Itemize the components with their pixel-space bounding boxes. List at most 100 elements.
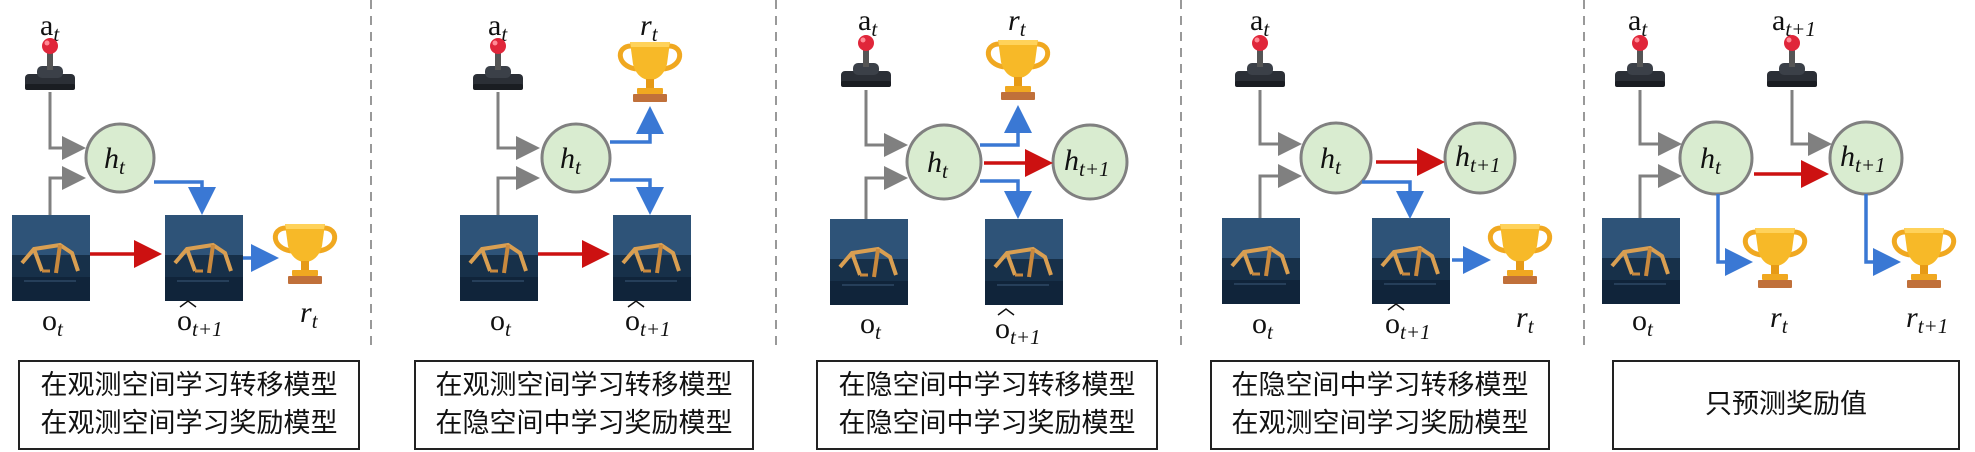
gray-arrow — [1638, 90, 1682, 156]
obs-label: ot — [42, 304, 64, 341]
obs-label: ot — [1252, 307, 1274, 344]
blue-arrow — [1362, 180, 1424, 219]
pred-obs-label: ot+1 — [177, 304, 223, 341]
caption-line: 在观测空间学习转移模型 — [40, 370, 338, 401]
caption-line: 在隐空间中学习转移模型 — [838, 370, 1136, 401]
joystick-icon — [25, 38, 75, 90]
reward-next-label: rt+1 — [1906, 301, 1948, 338]
hidden-state-next-label: ht+1 — [1840, 140, 1886, 177]
pred-obs-label: ot+1 — [625, 304, 671, 341]
gray-arrow — [496, 92, 540, 160]
hidden-state-next-node — [1051, 123, 1129, 201]
trophy-icon — [1894, 228, 1953, 288]
gray-arrow — [48, 166, 86, 215]
observation-image — [10, 213, 92, 303]
action-label: at — [1628, 4, 1648, 41]
predicted-observation-image — [983, 217, 1065, 307]
obs-label: ot — [860, 307, 882, 344]
obs-label: ot — [1632, 304, 1654, 341]
blue-arrow — [980, 105, 1032, 147]
reward-label: rt — [300, 296, 319, 333]
hat-mark — [997, 308, 1015, 316]
reward-label: rt — [1516, 301, 1535, 338]
blue-arrow — [154, 180, 216, 215]
joystick-icon — [1235, 35, 1285, 87]
caption-line: 在观测空间学习转移模型 — [435, 370, 733, 401]
predicted-observation-image — [1370, 216, 1452, 306]
pred-obs-label: ot+1 — [1385, 307, 1431, 344]
gray-arrow — [48, 92, 86, 160]
caption-line: 在隐空间中学习转移模型 — [1231, 370, 1529, 401]
gray-arrow — [1258, 164, 1302, 218]
observation-image — [458, 213, 540, 303]
action-label: at — [488, 9, 508, 46]
blue-arrow — [610, 178, 664, 215]
hidden-state-node — [540, 122, 612, 194]
trophy-icon — [275, 224, 334, 284]
hidden-state-node — [1299, 121, 1373, 195]
hat-mark — [1387, 303, 1405, 311]
joystick-icon — [473, 38, 523, 90]
blue-arrow — [1716, 194, 1753, 276]
reward-label: rt — [1770, 301, 1789, 338]
panel-2: at ht rt ot ot+1 — [458, 9, 693, 341]
panel-4-caption: 在隐空间中学习转移模型 在观测空间学习奖励模型 — [1210, 360, 1550, 450]
joystick-icon — [1767, 35, 1817, 87]
hidden-state-label: ht — [104, 142, 126, 179]
blue-arrow — [610, 106, 664, 144]
caption-line: 只预测奖励值 — [1705, 389, 1867, 420]
action-next-label: at+1 — [1772, 4, 1816, 41]
hidden-state-node — [1678, 120, 1754, 196]
observation-image — [1220, 216, 1302, 306]
caption-line: 在观测空间学习奖励模型 — [40, 408, 338, 439]
gray-arrow — [864, 90, 908, 157]
panel-3: at ht ht+1 rt ot ot+1 — [828, 4, 1129, 349]
caption-line: 在隐空间中学习奖励模型 — [838, 408, 1136, 439]
gray-arrow — [1790, 90, 1832, 156]
panel-3-caption: 在隐空间中学习转移模型 在隐空间中学习奖励模型 — [816, 360, 1158, 450]
trophy-icon — [1490, 224, 1549, 284]
predicted-observation-image — [163, 213, 245, 303]
joystick-icon — [841, 35, 891, 87]
action-label: at — [858, 4, 878, 41]
hidden-state-node — [84, 122, 156, 194]
gray-arrow — [864, 166, 908, 219]
obs-label: ot — [490, 304, 512, 341]
gray-arrow — [1638, 164, 1682, 218]
panel-1: at ht ot ot+1 rt — [10, 9, 335, 341]
hidden-state-next-node — [1443, 121, 1517, 195]
hidden-state-label: ht — [1320, 142, 1342, 179]
action-label: at — [40, 9, 60, 46]
panel-5-caption: 只预测奖励值 — [1612, 360, 1960, 450]
panel-5: at at+1 ht ht+1 ot rt rt+1 — [1600, 4, 1954, 341]
panel-2-caption: 在观测空间学习转移模型 在隐空间中学习奖励模型 — [414, 360, 754, 450]
joystick-icon — [1615, 35, 1665, 87]
hidden-state-node — [905, 123, 983, 201]
blue-arrow — [1864, 194, 1901, 276]
hidden-state-next-label: ht+1 — [1455, 140, 1501, 177]
observation-image — [828, 217, 910, 307]
hat-mark — [179, 300, 197, 308]
hidden-state-next-label: ht+1 — [1064, 144, 1110, 181]
reward-label: rt — [640, 9, 659, 46]
hat-mark — [627, 300, 645, 308]
reward-label: rt — [1008, 4, 1027, 41]
trophy-icon — [1745, 228, 1804, 288]
caption-line: 在观测空间学习奖励模型 — [1231, 408, 1529, 439]
caption-line: 在隐空间中学习奖励模型 — [435, 408, 733, 439]
action-label: at — [1250, 4, 1270, 41]
gray-arrow — [1258, 90, 1302, 156]
blue-arrow — [980, 179, 1032, 219]
pred-obs-label: ot+1 — [995, 312, 1041, 349]
panel-1-caption: 在观测空间学习转移模型 在观测空间学习奖励模型 — [18, 360, 360, 450]
panel-4: at ht ht+1 ot ot+1 rt — [1220, 4, 1550, 344]
observation-image — [1600, 216, 1682, 306]
hidden-state-label: ht — [927, 146, 949, 183]
hidden-state-label: ht — [560, 142, 582, 179]
gray-arrow — [496, 166, 540, 215]
predicted-observation-image — [611, 213, 693, 303]
trophy-icon — [988, 40, 1047, 100]
trophy-icon — [620, 42, 679, 102]
hidden-state-label: ht — [1700, 142, 1722, 179]
